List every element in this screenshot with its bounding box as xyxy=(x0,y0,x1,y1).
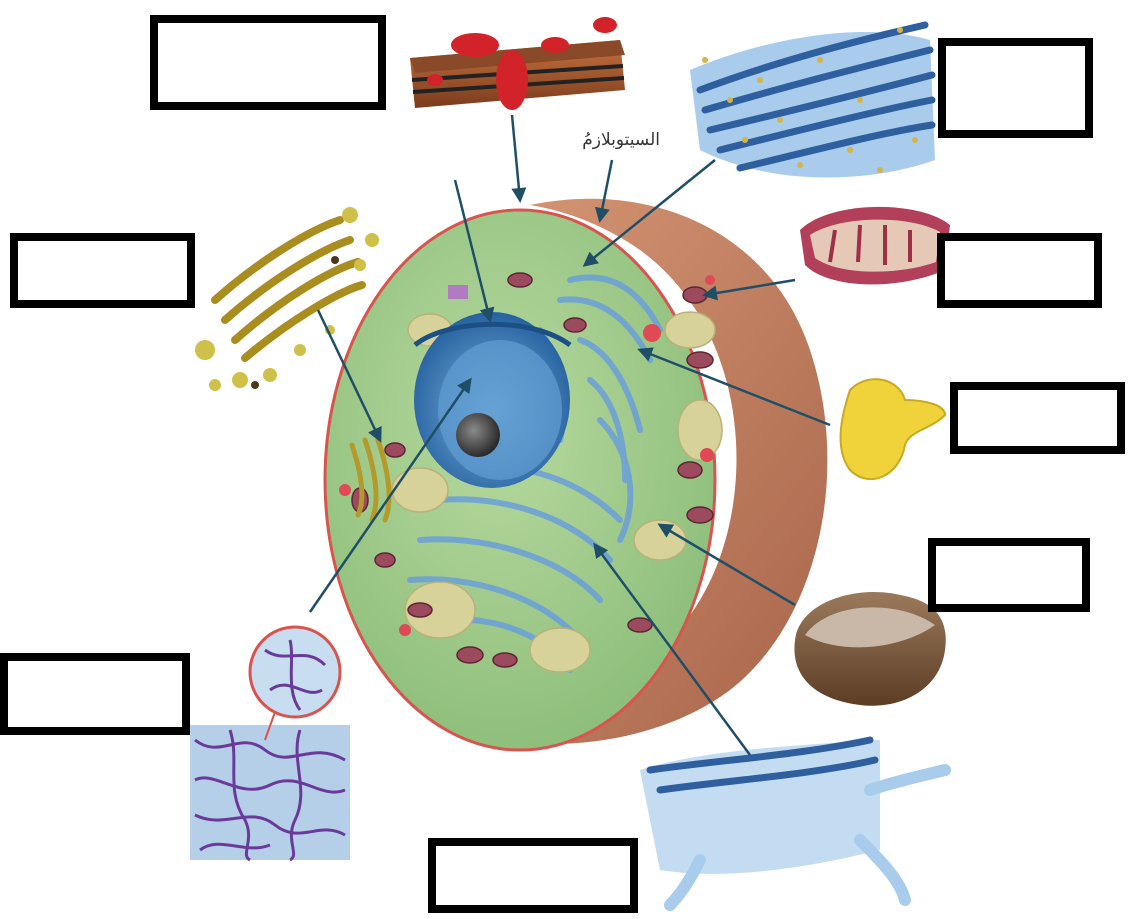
answer-box-right-mitochondrion[interactable] xyxy=(937,233,1102,308)
answer-box-right-ribosome[interactable] xyxy=(950,382,1125,454)
answer-box-left-middle[interactable] xyxy=(10,233,195,308)
nucleus xyxy=(414,312,570,488)
vacuole-detail xyxy=(794,592,945,706)
chromatin-detail xyxy=(190,627,350,860)
answer-box-bottom-center[interactable] xyxy=(428,838,638,913)
nucleolus xyxy=(456,413,500,457)
cell xyxy=(325,199,827,750)
rough-er-detail xyxy=(690,25,935,178)
cell-membrane-detail xyxy=(410,17,625,110)
centriole xyxy=(448,285,468,299)
answer-box-bottom-left[interactable] xyxy=(0,653,190,735)
answer-box-top-right[interactable] xyxy=(938,38,1093,138)
answer-box-top-left[interactable] xyxy=(150,15,386,110)
ribosome-detail xyxy=(841,379,945,479)
mitochondrion-detail xyxy=(800,207,950,285)
smooth-er-detail xyxy=(640,740,945,905)
answer-box-right-vacuole[interactable] xyxy=(928,538,1090,612)
arrow-membrane xyxy=(512,115,520,200)
cytoplasm-label: السيتوبلازمُ xyxy=(582,130,660,150)
